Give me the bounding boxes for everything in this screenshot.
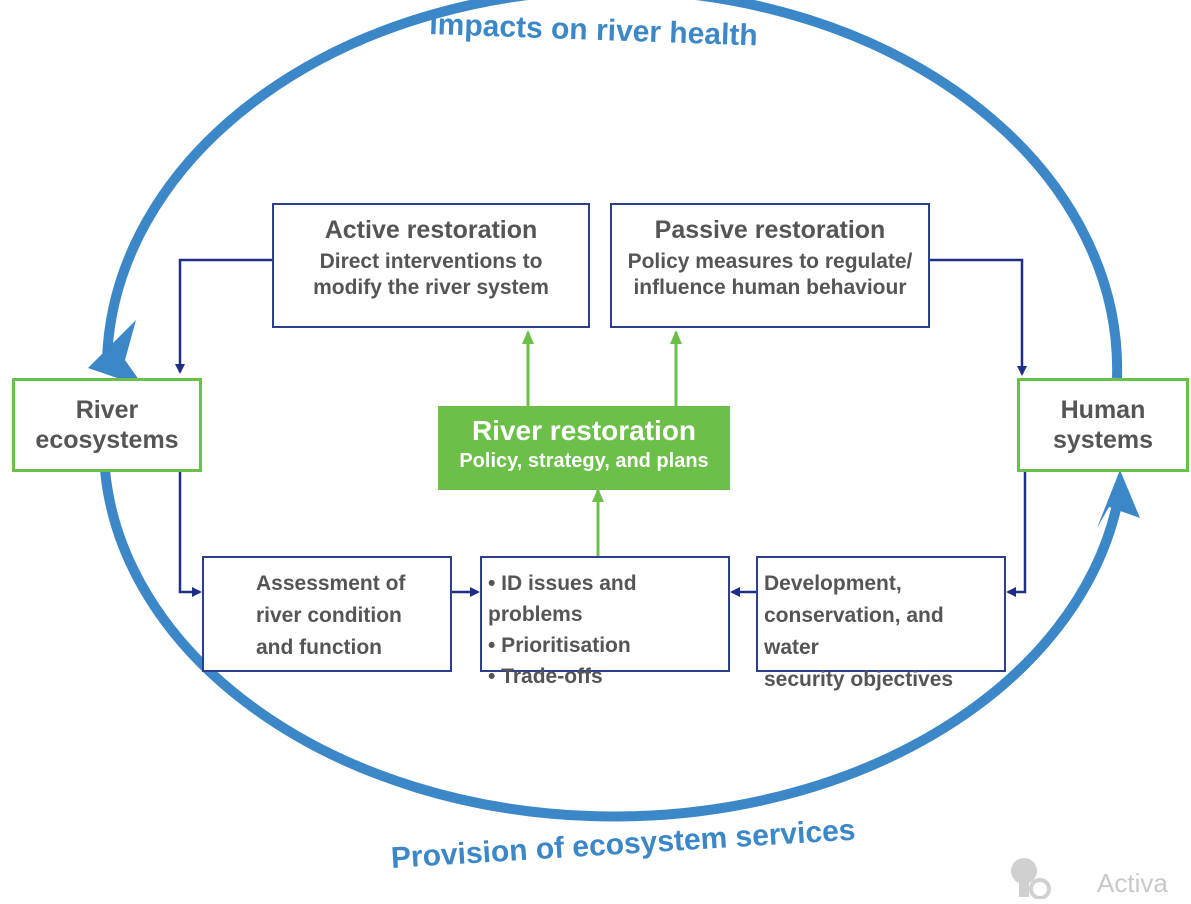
issues-box: • ID issues and problems • Prioritisatio… [480,556,730,688]
active-restoration-title: Active restoration [324,216,538,244]
development-box: Development, conservation, and water sec… [756,556,1006,691]
assessment-line3: and function [256,636,382,659]
assessment-line2: river condition [256,604,402,627]
river-ecosystems-box: River ecosystems [12,378,202,472]
development-line2: conservation, and water [764,604,944,659]
cycle-arc-top [102,0,1123,379]
development-line3: security objectives [764,668,954,691]
human-systems-box: Human systems [1017,378,1189,472]
active-restoration-line1: Direct interventions to [319,250,543,273]
cycle-arc-bottom-arrowhead [1097,470,1140,528]
river-restoration-box: River restoration Policy, strategy, and … [438,406,730,490]
river-restoration-title: River restoration [471,415,697,446]
passive-restoration-line1: Policy measures to regulate/ [627,250,913,273]
river-ecosystems-line1: River [75,396,139,424]
connector-human-to-development [1006,472,1027,597]
assessment-line1: Assessment of [256,572,406,595]
active-restoration-line2: modify the river system [313,276,549,299]
passive-restoration-box: Passive restoration Policy measures to r… [610,203,930,328]
passive-restoration-title: Passive restoration [654,216,886,244]
active-restoration-box: Active restoration Direct interventions … [272,203,590,328]
cycle-arc-bottom [100,469,1122,822]
cycle-arc-top-arrowhead [88,320,144,387]
issues-item-2: • Prioritisation [488,634,631,657]
issues-item-3: • Trade-offs [488,665,603,688]
connector-passive-to-human [930,258,1027,376]
development-line1: Development, [764,572,902,595]
human-systems-line2: systems [1052,426,1154,454]
watermark-key-icon [1011,858,1051,899]
connector-active-to-river [175,258,272,374]
passive-restoration-line2: influence human behaviour [633,276,907,299]
human-systems-line1: Human [1060,396,1146,424]
watermark-text: Activa [1097,868,1168,898]
connector-river-to-assessment [178,472,202,597]
river-ecosystems-line2: ecosystems [35,426,179,454]
assessment-box: Assessment of river condition and functi… [202,556,452,672]
river-restoration-subtitle: Policy, strategy, and plans [459,450,709,472]
issues-item-1: • ID issues and problems [488,572,637,626]
